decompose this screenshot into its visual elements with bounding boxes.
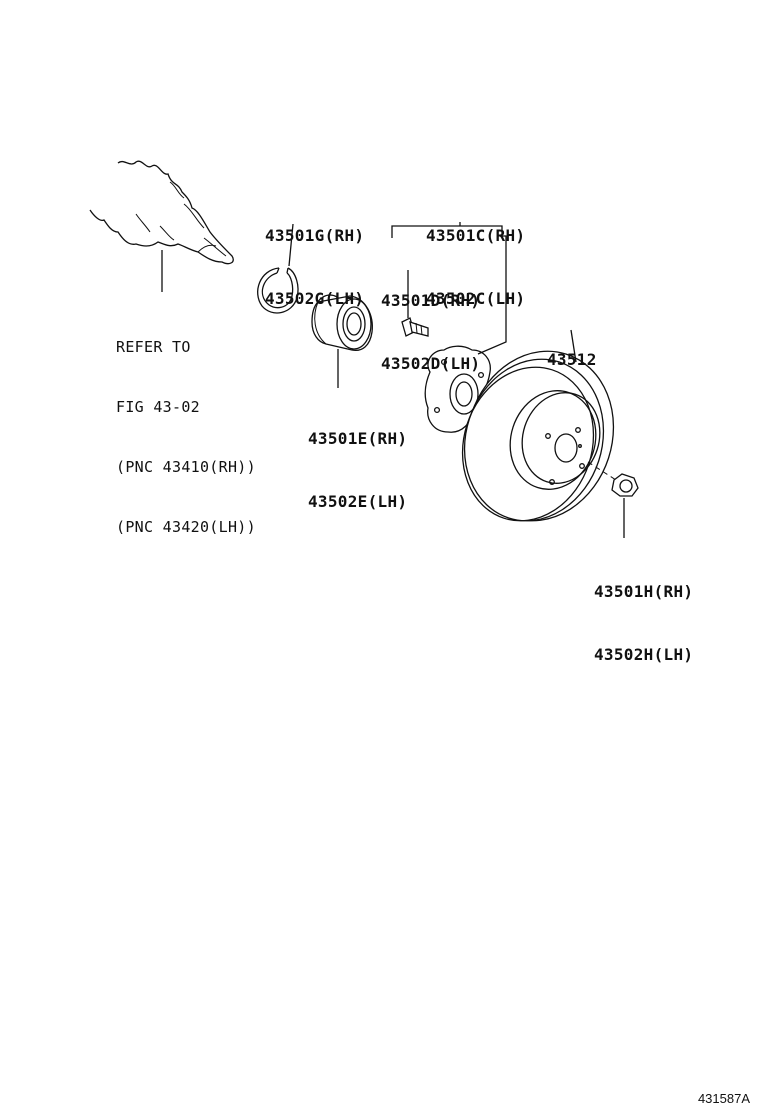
bearing-label[interactable]: 43501E(RH) 43502E(LH) [308, 386, 407, 533]
reference-note-line-3: (PNC 43410(RH)) [116, 458, 256, 476]
snap-ring-part[interactable] [257, 223, 299, 314]
nut-label-rh: 43501H(RH) [594, 582, 694, 601]
snap-ring-label-rh: 43501G(RH) [265, 226, 365, 245]
snap-ring-label[interactable]: 43501G(RH) 43502G(LH) [265, 183, 364, 330]
nut-label[interactable]: 43501H(RH) 43502H(LH) [594, 539, 693, 686]
bearing-label-lh: 43502E(LH) [308, 492, 408, 511]
hub-bolt-label[interactable]: 43501D(RH) 43502D(LH) [381, 248, 480, 395]
disc-label[interactable]: 43512 [547, 307, 597, 391]
bearing-part[interactable] [311, 294, 373, 388]
disc-label-number: 43512 [547, 350, 597, 369]
figure-code: 431587A [697, 1091, 750, 1106]
hub-label[interactable]: 43501C(RH) 43502C(LH) [426, 183, 525, 330]
reference-note-line-2: FIG 43-02 [116, 398, 200, 416]
snap-ring-label-lh: 43502G(LH) [265, 289, 365, 308]
hub-bolt-label-lh: 43502D(LH) [381, 354, 481, 373]
bearing-label-rh: 43501E(RH) [308, 429, 408, 448]
hub-bolt-part[interactable] [401, 270, 429, 337]
axle-hub-part[interactable] [391, 222, 507, 433]
hub-nut-part[interactable] [587, 461, 639, 538]
steering-knuckle-part[interactable] [89, 160, 234, 292]
hub-bolt-label-rh: 43501D(RH) [381, 291, 481, 310]
reference-note[interactable]: REFER TO FIG 43-02 (PNC 43410(RH)) (PNC … [116, 297, 256, 557]
hub-label-rh: 43501C(RH) [426, 226, 526, 245]
reference-note-line-1: REFER TO [116, 338, 191, 356]
brake-disc-part[interactable] [443, 329, 635, 540]
reference-note-line-4: (PNC 43420(LH)) [116, 518, 256, 536]
nut-label-lh: 43502H(LH) [594, 645, 694, 664]
hub-label-lh: 43502C(LH) [426, 289, 526, 308]
